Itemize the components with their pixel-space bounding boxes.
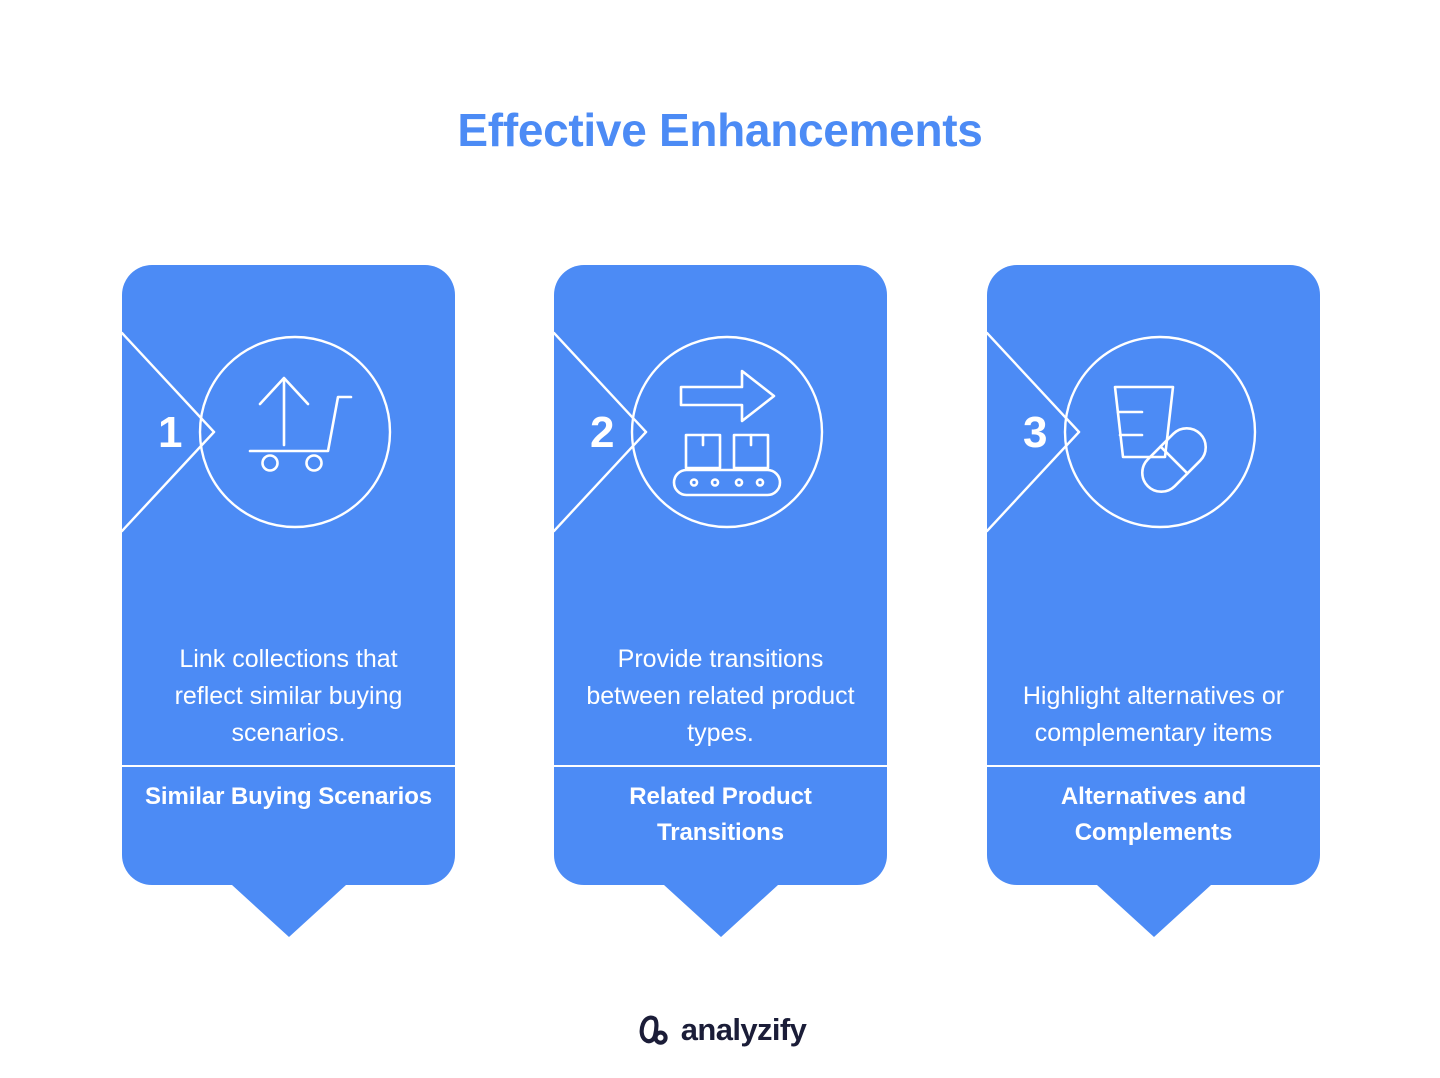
conveyor-belt-arrow-icon — [672, 369, 782, 497]
cards-row: 1 Link collections that reflect similar … — [122, 265, 1320, 945]
chevron-upper-line — [987, 331, 1081, 434]
card-2-heading: Related Product Transitions — [629, 783, 812, 846]
chevron-lower-line — [987, 430, 1081, 533]
chevron-lower-line — [122, 430, 216, 533]
card-2-graphic: 2 — [554, 265, 887, 610]
card-3-description: Highlight alternatives or complementary … — [1009, 610, 1298, 760]
card-3-pointer — [1096, 885, 1211, 937]
card-2-graphic-svg — [554, 331, 824, 533]
chevron-upper-line — [122, 331, 216, 434]
card-3-heading: Alternatives and Complements — [1060, 783, 1247, 846]
chevron-upper-line — [554, 331, 648, 434]
card-1-heading: Similar Buying Scenarios — [144, 783, 433, 810]
card-3-graphic-svg — [987, 331, 1257, 533]
card-1-graphic-svg — [122, 331, 392, 533]
card-3-description-text: Highlight alternatives or complementary … — [1022, 682, 1285, 747]
card-1-divider — [122, 765, 455, 767]
shopping-cart-up-arrow-icon — [248, 376, 353, 472]
card-3-divider — [987, 765, 1320, 767]
measuring-cup-capsule-icon — [1113, 385, 1208, 494]
icon-circle-outline — [198, 335, 392, 529]
card-1-number: 1 — [158, 408, 182, 457]
card-1-graphic: 1 — [122, 265, 455, 610]
icon-circle-outline — [1063, 335, 1257, 529]
card-1-pointer — [231, 885, 346, 937]
card-3-body: 3 Highlight alternatives or complementar… — [987, 265, 1320, 885]
card-1-description: Link collections that reflect similar bu… — [144, 610, 433, 760]
analyzify-loop-mark-icon — [639, 1015, 668, 1045]
card-2-body: 2 Provide transitions between related pr… — [554, 265, 887, 885]
footer-logo: analyzify — [0, 1012, 1440, 1048]
card-1-description-text: Link collections that reflect similar bu… — [174, 645, 403, 747]
icon-circle-outline — [630, 335, 824, 529]
chevron-lower-line — [554, 430, 648, 533]
card-2-pointer — [663, 885, 778, 937]
card-2-description-text: Provide transitions between related prod… — [586, 645, 855, 747]
card-1[interactable]: 1 Link collections that reflect similar … — [122, 265, 455, 937]
analyzify-logo-text: analyzify — [680, 1012, 807, 1047]
card-2-description: Provide transitions between related prod… — [576, 610, 865, 760]
card-2-number: 2 — [590, 408, 614, 457]
card-3-number: 3 — [1023, 408, 1047, 457]
card-1-body: 1 Link collections that reflect similar … — [122, 265, 455, 885]
card-2-divider — [554, 765, 887, 767]
card-3-graphic: 3 — [987, 265, 1320, 610]
page-title: Effective Enhancements — [457, 104, 983, 156]
card-3[interactable]: 3 Highlight alternatives or complementar… — [987, 265, 1320, 937]
card-2[interactable]: 2 Provide transitions between related pr… — [554, 265, 887, 937]
